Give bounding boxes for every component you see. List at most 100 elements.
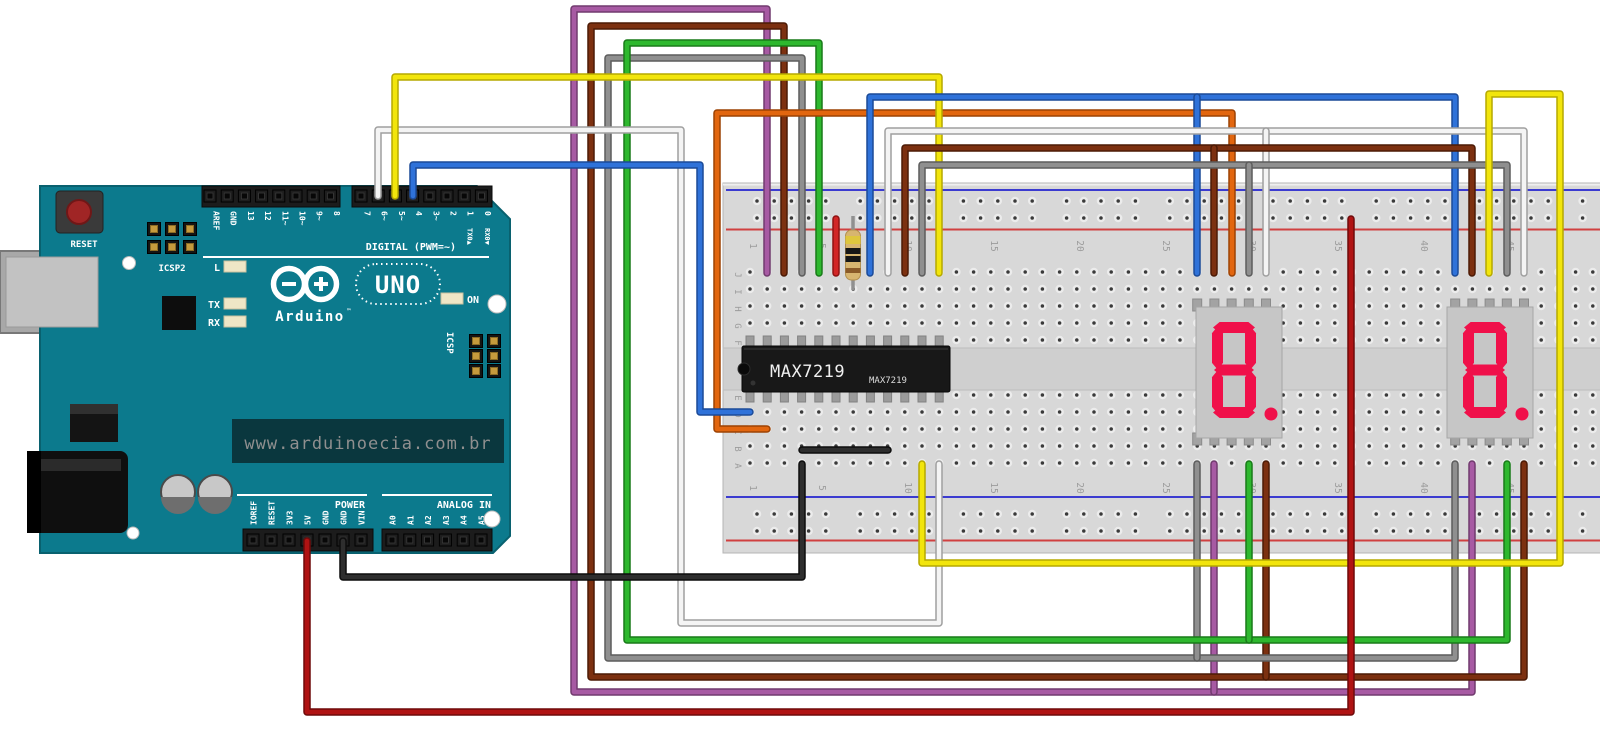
arduino-logo xyxy=(270,265,340,303)
wire-arduino-5v-red[interactable] xyxy=(303,215,1355,716)
led-on xyxy=(440,292,464,305)
capacitor-shadow xyxy=(161,497,195,514)
column-number: 20 xyxy=(1074,240,1085,252)
mounting-hole xyxy=(483,510,501,528)
column-number: 25 xyxy=(1160,240,1171,251)
pin-label: 9~ xyxy=(315,211,324,221)
pin-label: TX0▲ xyxy=(466,228,474,246)
wires xyxy=(303,5,1564,716)
column-number: 35 xyxy=(1332,240,1343,251)
wire-brown-segment-run[interactable] xyxy=(901,144,1476,277)
pin-label: 1 xyxy=(466,211,475,216)
icsp2-header xyxy=(147,222,197,254)
icsp2-label: ICSP2 xyxy=(158,264,185,274)
wire-arduino-d4-blue[interactable] xyxy=(409,161,754,416)
wire-green-chip-to-display2[interactable] xyxy=(623,39,1511,644)
pin-label: 2 xyxy=(449,211,458,216)
voltage-regulator-tab xyxy=(70,404,118,414)
pin-label: 3V3 xyxy=(286,510,295,525)
pin-label: A0 xyxy=(389,515,398,525)
wire-purple-chip-to-display2[interactable] xyxy=(570,5,1476,696)
pin-label: VIN xyxy=(358,510,367,525)
resistor-bands xyxy=(845,236,861,273)
wire-arduino-d5-yellow[interactable] xyxy=(391,73,943,277)
led-on-label: ON xyxy=(467,295,479,306)
uno-dotted-outline xyxy=(355,263,441,305)
chip-notch xyxy=(737,362,751,376)
pin-label: 5~ xyxy=(397,211,406,221)
column-number: 5 xyxy=(816,485,827,491)
wire-blue-segment-run[interactable] xyxy=(866,93,1459,277)
column-number: 1 xyxy=(747,243,758,249)
digital-header-left xyxy=(201,185,341,208)
pin-label: 7 xyxy=(363,211,372,216)
pin-label: 8 xyxy=(332,211,341,216)
pin-label: 0 xyxy=(483,211,492,216)
pin-label: 13 xyxy=(246,211,255,221)
pin-label: A3 xyxy=(442,515,451,525)
led-l xyxy=(223,260,247,273)
row-label: I xyxy=(732,289,742,294)
row-label: H xyxy=(732,306,742,311)
analog-caption: ANALOG IN xyxy=(437,500,491,511)
chip-label: MAX7219 xyxy=(770,362,845,382)
column-number: 40 xyxy=(1418,240,1429,252)
wire-white-segment-run[interactable] xyxy=(884,127,1528,277)
usb-connector-face xyxy=(5,256,99,328)
mounting-hole xyxy=(122,256,136,270)
pin-label: A2 xyxy=(424,515,433,525)
row-label: F xyxy=(732,340,742,345)
column-number: 20 xyxy=(1074,482,1085,494)
model-label: UNO xyxy=(375,271,421,299)
column-number: 40 xyxy=(1418,482,1429,494)
column-number: 1 xyxy=(747,485,758,491)
column-number: 25 xyxy=(1160,482,1171,493)
seven-segment-display-2[interactable] xyxy=(1446,298,1534,446)
resistor[interactable] xyxy=(845,216,861,290)
watermark-band xyxy=(232,419,504,463)
brand-tm: ™ xyxy=(347,308,351,315)
wire-gray-segment-run[interactable] xyxy=(918,161,1511,277)
pin-label: AREF xyxy=(212,211,221,230)
pin-label: 6~ xyxy=(380,211,389,221)
reset-label: RESET xyxy=(70,240,98,250)
reset-button[interactable] xyxy=(66,199,92,225)
logo-right-ring xyxy=(302,265,340,303)
seven-segment-display-1[interactable] xyxy=(1192,298,1283,446)
arduino-uno-board[interactable]: RESET ICSP2 L TX RX ON UNO Arduino ™ xyxy=(0,185,511,554)
wire-arduino-gnd-black[interactable] xyxy=(339,460,806,581)
mounting-hole xyxy=(487,294,507,314)
icsp-label: ICSP xyxy=(444,332,454,354)
pin-label: 11~ xyxy=(280,211,289,226)
digital-caption: DIGITAL (PWM=~) xyxy=(366,242,456,253)
pin-label: IOREF xyxy=(250,501,259,525)
icsp-header xyxy=(469,334,501,378)
watermark-text: www.arduinoecia.com.br xyxy=(244,434,491,454)
power-caption: POWER xyxy=(335,500,366,511)
row-label: E xyxy=(732,395,742,400)
power-jack-opening xyxy=(27,451,41,533)
pin-label: 10~ xyxy=(298,211,307,226)
chip-sublabel: MAX7219 xyxy=(869,376,907,386)
capacitor-shadow xyxy=(198,497,232,514)
pin-label: 3~ xyxy=(431,211,440,221)
wire-brown-chip-to-display2[interactable] xyxy=(587,22,1528,681)
pin-label: A5 xyxy=(478,515,487,525)
mcu-chip xyxy=(162,296,196,330)
chip-pin1-dot xyxy=(750,380,756,386)
row-label: B xyxy=(732,446,742,451)
pin-label: GND xyxy=(322,510,331,525)
wire-arduino-d6-white[interactable] xyxy=(374,126,943,627)
wire-gray-chip-to-display2[interactable] xyxy=(604,54,1459,662)
wire-yellow-long-loop[interactable] xyxy=(918,90,1564,567)
row-label: G xyxy=(732,323,742,328)
column-number: 15 xyxy=(988,482,999,493)
capacitors xyxy=(160,474,233,514)
row-label: J xyxy=(732,272,742,277)
pin-label: GND xyxy=(229,211,238,226)
pin-label: 12 xyxy=(263,211,272,221)
max7219-chip[interactable]: MAX7219 MAX7219 xyxy=(737,335,951,403)
pin-label: 4 xyxy=(414,211,423,216)
